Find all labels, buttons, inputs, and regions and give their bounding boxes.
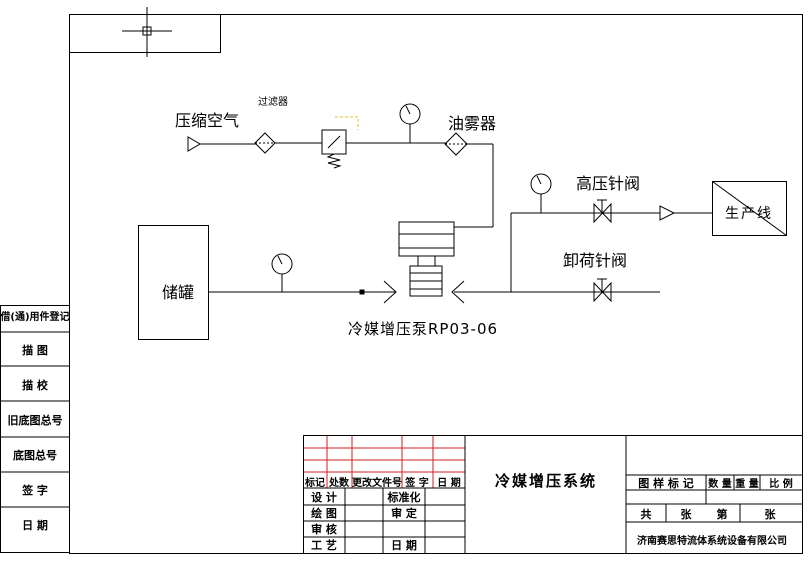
crosshair-icon xyxy=(122,7,172,57)
tb-header-count: 处数 xyxy=(328,476,350,489)
tb-sheets-2: 张 xyxy=(765,507,777,521)
tb-draw: 绘 图 xyxy=(311,506,337,520)
tb-process: 工 艺 xyxy=(311,538,337,552)
unload-valve-icon xyxy=(593,278,612,303)
label-pump: 冷媒增压泵RP03-06 xyxy=(348,320,498,338)
tb-header-date: 日 期 xyxy=(437,476,460,489)
oil-mist-icon xyxy=(444,132,468,156)
strip-signature: 签 字 xyxy=(21,483,48,497)
tb-drawing-title: 冷媒增压系统 xyxy=(495,472,597,490)
tb-scale: 比 例 xyxy=(769,477,792,490)
storage-tank-icon xyxy=(138,225,209,340)
regulator-bracket-icon xyxy=(335,116,359,130)
air-pressure-gauge-icon xyxy=(399,103,421,125)
line-pressure-gauge-icon xyxy=(530,173,552,195)
pressure-regulator-icon xyxy=(321,129,347,169)
outlet-arrow-icon xyxy=(659,205,676,221)
tb-header-sign: 签 字 xyxy=(404,476,428,489)
corner-stamp-box xyxy=(69,14,221,53)
tb-drawing-mark: 图 样 标 记 xyxy=(638,476,694,490)
tb-weight: 重 量 xyxy=(735,477,758,490)
label-unload-valve: 卸荷针阀 xyxy=(563,251,627,270)
tb-total: 共 xyxy=(641,507,652,521)
booster-pump-icon xyxy=(383,221,465,304)
strip-trace-check: 描 校 xyxy=(22,378,49,392)
tb-standardization: 标准化 xyxy=(387,490,421,504)
tb-company: 济南赛思特流体系统设备有限公司 xyxy=(637,534,787,547)
label-compressed-air: 压缩空气 xyxy=(175,111,239,130)
label-storage-tank: 储罐 xyxy=(162,283,194,302)
tb-review: 审 核 xyxy=(311,522,337,536)
tb-design: 设 计 xyxy=(311,490,337,504)
strip-base-no: 底图总号 xyxy=(13,448,57,462)
strip-borrow-register: 借(通)用件登记 xyxy=(0,310,70,323)
filter-icon xyxy=(254,132,276,154)
tb-sign-date: 日 期 xyxy=(391,538,417,552)
tb-header-mark: 标记 xyxy=(304,476,325,489)
tb-sheets-1: 张 xyxy=(681,507,693,521)
left-strip-table xyxy=(0,305,70,553)
label-high-pressure-valve: 高压针阀 xyxy=(576,174,640,193)
strip-trace: 描 图 xyxy=(22,343,48,357)
tb-header-change-doc: 更改文件号 xyxy=(352,476,402,489)
title-block xyxy=(303,435,803,554)
strip-old-base-no: 旧底图总号 xyxy=(8,413,63,427)
label-production-line: 生产线 xyxy=(725,206,773,222)
label-filter: 过滤器 xyxy=(258,95,288,108)
high-pressure-valve-icon xyxy=(593,199,612,224)
production-line-box xyxy=(712,181,787,236)
tb-number: 第 xyxy=(717,507,728,521)
tank-pressure-gauge-icon xyxy=(271,253,293,275)
tb-approve: 审 定 xyxy=(391,506,417,520)
air-inlet-icon xyxy=(187,136,201,152)
strip-date: 日 期 xyxy=(22,518,48,532)
label-oil-mist: 油雾器 xyxy=(448,114,496,133)
tb-quantity: 数 量 xyxy=(708,477,731,490)
